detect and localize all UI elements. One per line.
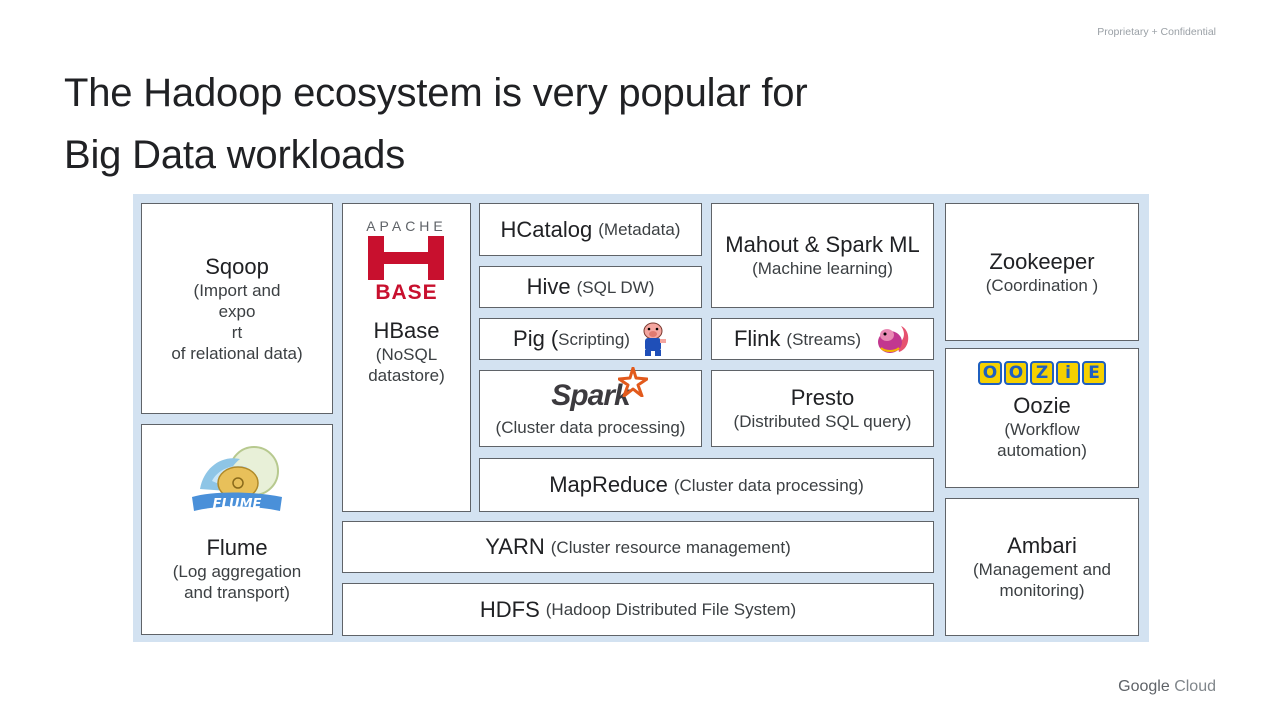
google-cloud-logo: Google Cloud [1118, 678, 1216, 696]
flink-desc: (Streams) [786, 329, 862, 349]
pig-desc: Scripting) [558, 329, 630, 349]
hcatalog-desc: (Metadata) [598, 220, 681, 239]
flume-logo-icon: FLUME [192, 446, 282, 512]
hive-desc: (SQL DW) [576, 277, 655, 297]
pig-mascot-icon [638, 321, 668, 357]
flume-name: Flume [206, 535, 268, 560]
spark-desc: (Cluster data processing) [495, 418, 686, 437]
flume-box: FLUME Flume (Log aggregation and transpo… [141, 424, 333, 635]
hbase-logo: APACHE BASE [366, 218, 447, 304]
hadoop-ecosystem-diagram: Sqoop (Import and expo rt of relational … [133, 194, 1149, 642]
cloud-logo-text: Cloud [1174, 678, 1216, 695]
oozie-logo-letter: O [978, 361, 1002, 385]
ambari-desc: (Management and monitoring) [973, 560, 1111, 600]
flume-desc: (Log aggregation and transport) [172, 562, 302, 602]
presto-name: Presto [790, 385, 855, 410]
flink-squirrel-icon [875, 322, 911, 356]
hive-name: Hive [526, 274, 571, 299]
flink-name: Flink [733, 326, 781, 351]
hcatalog-name: HCatalog [500, 216, 593, 242]
mapreduce-box: MapReduce (Cluster data processing) [479, 458, 934, 512]
hbase-logo-bottom: BASE [375, 281, 438, 304]
flume-logo-text: FLUME [213, 497, 262, 512]
hbase-logo-top: APACHE [366, 218, 447, 234]
hdfs-box: HDFS (Hadoop Distributed File System) [342, 583, 934, 636]
zookeeper-name: Zookeeper [989, 248, 1095, 274]
hbase-name: HBase [373, 318, 440, 343]
spark-logo-text: Spark [551, 379, 630, 412]
spark-box: Spark (Cluster data processing) [479, 367, 702, 447]
slide-title: The Hadoop ecosystem is very popular for… [64, 62, 808, 186]
oozie-name: Oozie [1013, 393, 1071, 418]
slide-title-line-1: The Hadoop ecosystem is very popular for [64, 71, 808, 115]
presto-desc: (Distributed SQL query) [733, 412, 912, 431]
oozie-logo-letter: Z [1030, 361, 1054, 385]
mahout-desc: (Machine learning) [752, 259, 893, 278]
hbase-h-icon [368, 236, 445, 280]
sqoop-desc: (Import and expo rt of relational data) [171, 280, 303, 363]
pig-name: Pig [513, 326, 545, 351]
zookeeper-box: Zookeeper (Coordination ) [945, 203, 1139, 341]
oozie-desc: (Workflow automation) [997, 420, 1087, 460]
ambari-box: Ambari (Management and monitoring) [945, 498, 1139, 636]
confidential-label: Proprietary + Confidential [1097, 26, 1216, 38]
mapreduce-desc: (Cluster data processing) [673, 475, 864, 495]
oozie-logo-letter: E [1082, 361, 1106, 385]
sqoop-name: Sqoop [205, 253, 269, 279]
yarn-name: YARN [485, 534, 545, 559]
zookeeper-desc: (Coordination ) [985, 275, 1099, 295]
mahout-box: Mahout & Spark ML (Machine learning) [711, 203, 934, 308]
ambari-name: Ambari [1007, 533, 1077, 558]
spark-star-icon [617, 367, 648, 397]
mahout-name: Mahout & Spark ML [725, 232, 920, 257]
hcatalog-box: HCatalog (Metadata) [479, 203, 702, 256]
mapreduce-name: MapReduce [549, 472, 668, 497]
pig-desc-open: ( [550, 326, 559, 351]
oozie-logo-letter: i [1056, 361, 1080, 385]
spark-logo: Spark [551, 367, 648, 417]
hdfs-name: HDFS [479, 596, 540, 622]
slide-title-line-2: Big Data workloads [64, 133, 406, 177]
yarn-box: YARN (Cluster resource management) [342, 521, 934, 573]
pig-box: Pig ( Scripting) [479, 318, 702, 360]
hive-box: Hive (SQL DW) [479, 266, 702, 308]
hbase-box: APACHE BASE HBase (NoSQL datastore) [342, 203, 471, 512]
hbase-desc: (NoSQL datastore) [368, 345, 445, 385]
google-logo-text: Google [1118, 678, 1170, 695]
hdfs-desc: (Hadoop Distributed File System) [545, 600, 797, 619]
yarn-desc: (Cluster resource management) [550, 537, 791, 557]
oozie-logo-letter: O [1004, 361, 1028, 385]
sqoop-box: Sqoop (Import and expo rt of relational … [141, 203, 333, 414]
presto-box: Presto (Distributed SQL query) [711, 370, 934, 447]
flink-box: Flink (Streams) [711, 318, 934, 360]
